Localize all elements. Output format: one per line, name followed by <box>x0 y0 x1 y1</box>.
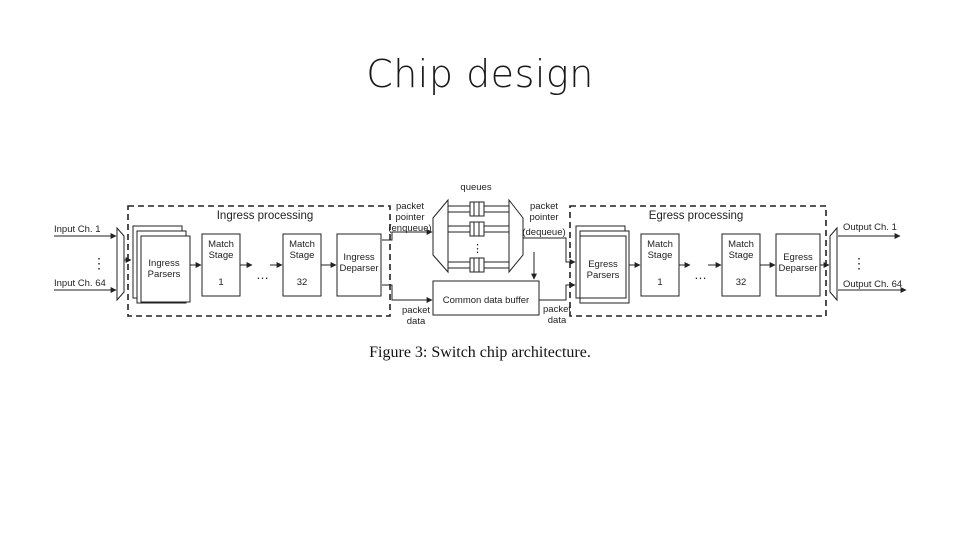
ingress-parsers-line1: Ingress <box>148 258 179 269</box>
packet-data-left-l1: packet <box>402 305 430 316</box>
input-mux <box>116 226 125 302</box>
egress-deparser-l2: Deparser <box>778 263 817 274</box>
ingress-stage32-num: 32 <box>297 277 308 288</box>
queue-lanes: ⋮ <box>448 201 509 273</box>
ingress-deparser-box <box>336 233 382 297</box>
queues-label: queues <box>460 182 491 193</box>
enqueue-l2: pointer <box>395 212 424 223</box>
ingress-ellipsis: … <box>256 267 269 282</box>
egress-region <box>569 205 827 317</box>
ingress-stage32-l1: Match <box>289 239 315 250</box>
queue-crossbar-right <box>508 198 524 274</box>
buffer-label: Common data buffer <box>443 295 529 306</box>
queue-crossbar-left <box>432 198 449 274</box>
common-data-buffer <box>432 280 540 316</box>
dequeue-l2: pointer <box>529 212 558 223</box>
egress-stage1-num: 1 <box>657 277 662 288</box>
egress-stage32-num: 32 <box>736 277 747 288</box>
egress-deparser-l1: Egress <box>783 252 813 263</box>
egress-ellipsis: … <box>694 267 707 282</box>
egress-title: Egress processing <box>649 210 744 222</box>
ingress-deparser-l1: Ingress <box>343 252 374 263</box>
packet-data-right-l1: packet <box>543 304 571 315</box>
figure-caption: Figure 3: Switch chip architecture. <box>369 344 591 361</box>
ingress-stage1-num: 1 <box>218 277 223 288</box>
ingress-stage32-l2: Stage <box>290 250 315 261</box>
egress-stage32-l1: Match <box>728 239 754 250</box>
output-vdots: ⋮ <box>852 255 866 271</box>
enqueue-l3: (enqueue) <box>388 223 431 234</box>
ingress-parsers-line2: Parsers <box>148 269 181 280</box>
egress-stage32-l2: Stage <box>729 250 754 261</box>
output-demux <box>829 226 838 302</box>
ingress-stage1-l2: Stage <box>209 250 234 261</box>
output-bottom-label: Output Ch. 64 <box>843 279 902 290</box>
ingress-region <box>127 205 391 317</box>
dequeue-l3: (dequeue) <box>522 227 565 238</box>
ingress-stage1-l1: Match <box>208 239 234 250</box>
queue-vdots: ⋮ <box>472 243 483 255</box>
input-bottom-label: Input Ch. 64 <box>54 278 106 289</box>
egress-stage1-l2: Stage <box>648 250 673 261</box>
egress-parsers-line2: Parsers <box>587 270 620 281</box>
dequeue-l1: packet <box>530 201 558 212</box>
ingress-parsers-box <box>140 235 191 303</box>
egress-parsers-line1: Egress <box>588 259 618 270</box>
slide-title: Chip design <box>366 52 594 96</box>
ingress-deparser-l2: Deparser <box>339 263 378 274</box>
egress-stage1-l1: Match <box>647 239 673 250</box>
input-vdots: ⋮ <box>92 255 106 271</box>
packet-data-left-l2: data <box>407 316 426 327</box>
output-top-label: Output Ch. 1 <box>843 222 897 233</box>
enqueue-l1: packet <box>396 201 424 212</box>
input-top-label: Input Ch. 1 <box>54 224 100 235</box>
packet-data-right-l2: data <box>548 315 567 326</box>
ingress-title: Ingress processing <box>217 210 314 222</box>
egress-parsers-box <box>579 235 627 299</box>
